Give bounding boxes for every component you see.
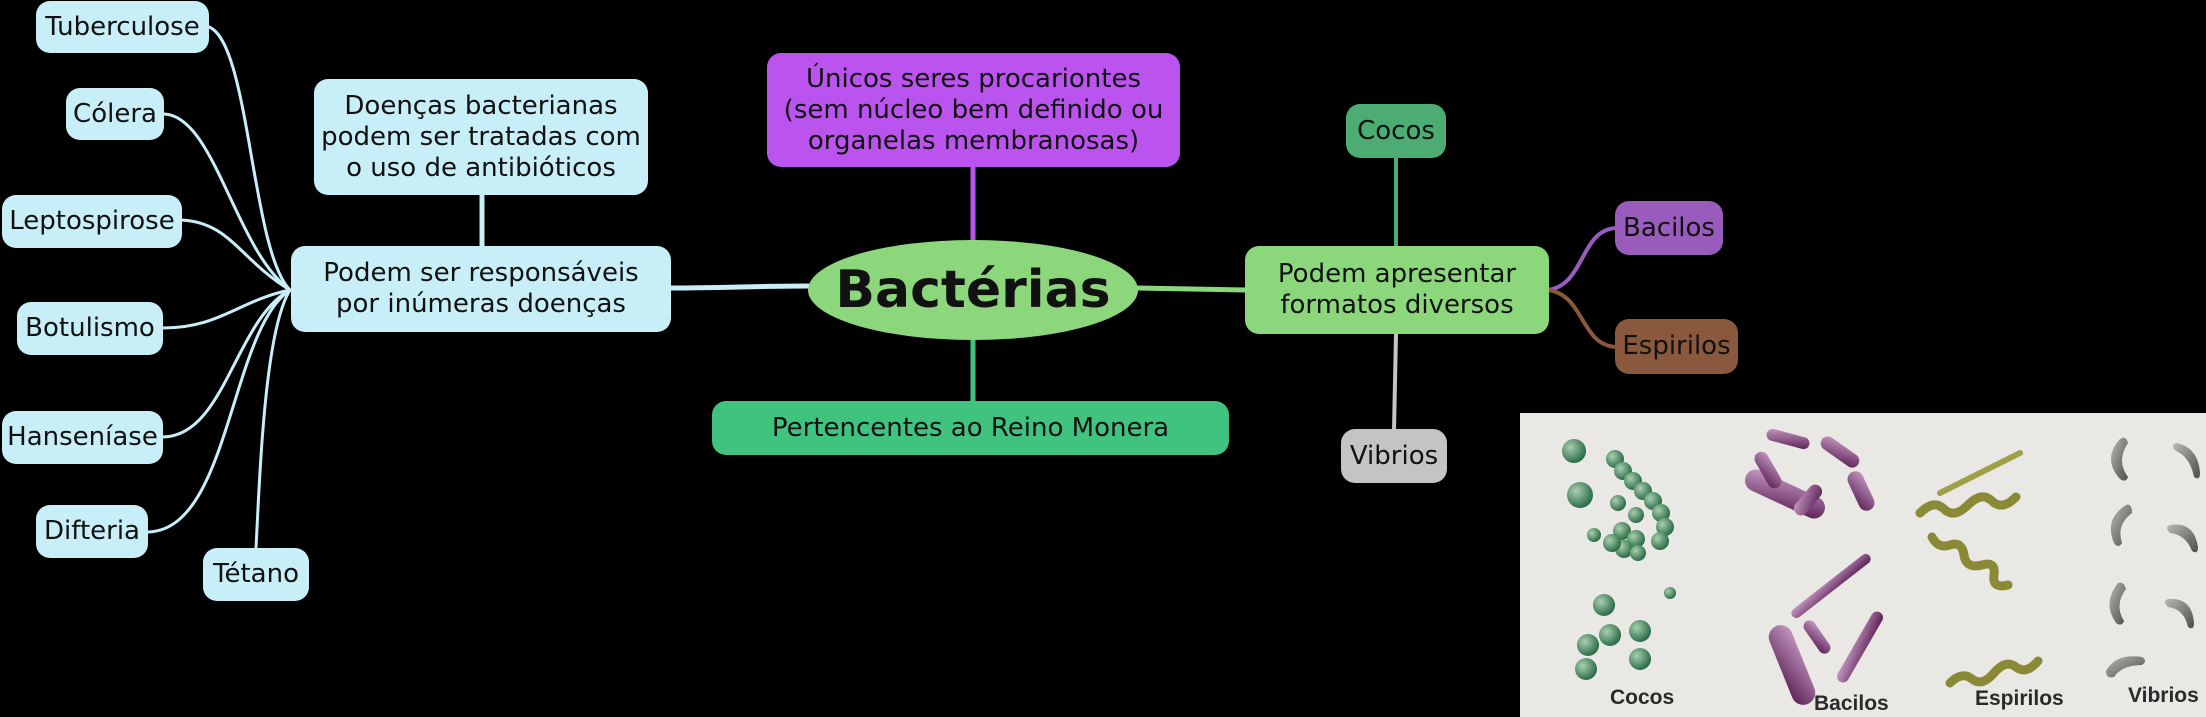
link-botulismo <box>161 288 292 330</box>
tetano-label: Tétano <box>213 559 299 589</box>
link-tetano <box>254 288 292 550</box>
link-right-branch <box>1135 285 1249 293</box>
node-hanseniase[interactable]: Hanseníase <box>2 411 163 464</box>
node-doencas[interactable]: Podem ser responsáveis por inúmeras doen… <box>291 246 671 332</box>
procariontes-line-1: Únicos seres procariontes <box>805 63 1141 94</box>
node-antibioticos[interactable]: Doenças bacterianas podem ser tratadas c… <box>314 79 648 195</box>
bacteria-shapes-image: Cocos Bacilos Espirilos Vibrios <box>1520 413 2206 717</box>
link-difteria <box>146 288 292 534</box>
doencas-line-1: Podem ser responsáveis <box>323 258 639 288</box>
botulismo-label: Botulismo <box>25 313 155 343</box>
node-colera[interactable]: Cólera <box>66 88 164 140</box>
node-difteria[interactable]: Difteria <box>36 505 148 558</box>
photo-label-cocos: Cocos <box>1610 686 1675 709</box>
photo-label-bacilos: Bacilos <box>1814 692 1889 715</box>
antibioticos-line-1: Doenças bacterianas <box>344 90 618 121</box>
node-botulismo[interactable]: Botulismo <box>17 302 163 355</box>
link-leptospirose <box>179 218 292 292</box>
doencas-line-2: por inúmeras doenças <box>336 289 626 319</box>
leptospirose-label: Leptospirose <box>9 206 175 236</box>
link-hanseniase <box>161 288 292 439</box>
procariontes-line-2: (sem núcleo bem definido ou <box>783 94 1164 125</box>
vibrios-cells <box>2106 437 2200 678</box>
node-tetano[interactable]: Tétano <box>203 548 309 601</box>
vibrios-label: Vibrios <box>1349 440 1439 471</box>
bacilos-cells <box>1744 428 1883 705</box>
difteria-label: Difteria <box>44 516 140 546</box>
link-espirilos <box>1546 288 1618 349</box>
hanseniase-label: Hanseníase <box>7 422 158 452</box>
espirilos-cells <box>1915 450 2043 688</box>
node-vibrios[interactable]: Vibrios <box>1341 429 1447 483</box>
node-formatos[interactable]: Podem apresentar formatos diversos <box>1245 246 1549 334</box>
node-espirilos[interactable]: Espirilos <box>1615 319 1738 374</box>
bacilos-label: Bacilos <box>1623 212 1715 243</box>
photo-label-espirilos: Espirilos <box>1975 687 2064 710</box>
link-vibrios <box>1392 332 1398 432</box>
colera-label: Cólera <box>73 98 157 129</box>
bacteria-illustration <box>1562 428 2200 705</box>
link-bacilos <box>1546 226 1618 292</box>
cocos-label: Cocos <box>1357 115 1435 146</box>
espirilos-label: Espirilos <box>1622 331 1731 361</box>
node-tuberculose[interactable]: Tuberculose <box>36 1 209 53</box>
formatos-line-1: Podem apresentar <box>1277 259 1517 289</box>
antibioticos-line-2: podem ser tratadas com <box>321 121 641 152</box>
central-label: Bactérias <box>835 259 1111 320</box>
formatos-line-2: formatos diversos <box>1280 290 1514 320</box>
central-node-bacterias[interactable]: Bactérias <box>808 240 1138 340</box>
node-bacilos[interactable]: Bacilos <box>1615 201 1723 255</box>
procariontes-line-3: organelas membranosas) <box>807 125 1140 156</box>
cocos-cells <box>1562 439 1676 680</box>
reino-monera-label: Pertencentes ao Reino Monera <box>771 412 1170 443</box>
link-left-branch <box>667 283 811 291</box>
node-reino-monera[interactable]: Pertencentes ao Reino Monera <box>712 401 1229 455</box>
node-leptospirose[interactable]: Leptospirose <box>2 195 182 248</box>
link-tuberculose <box>203 24 292 292</box>
photo-label-vibrios: Vibrios <box>2128 684 2199 707</box>
node-procariontes[interactable]: Únicos seres procariontes (sem núcleo be… <box>767 53 1180 167</box>
tuberculose-label: Tuberculose <box>45 11 200 42</box>
link-colera <box>162 112 292 292</box>
antibioticos-line-3: o uso de antibióticos <box>346 152 616 183</box>
node-cocos[interactable]: Cocos <box>1346 104 1446 158</box>
